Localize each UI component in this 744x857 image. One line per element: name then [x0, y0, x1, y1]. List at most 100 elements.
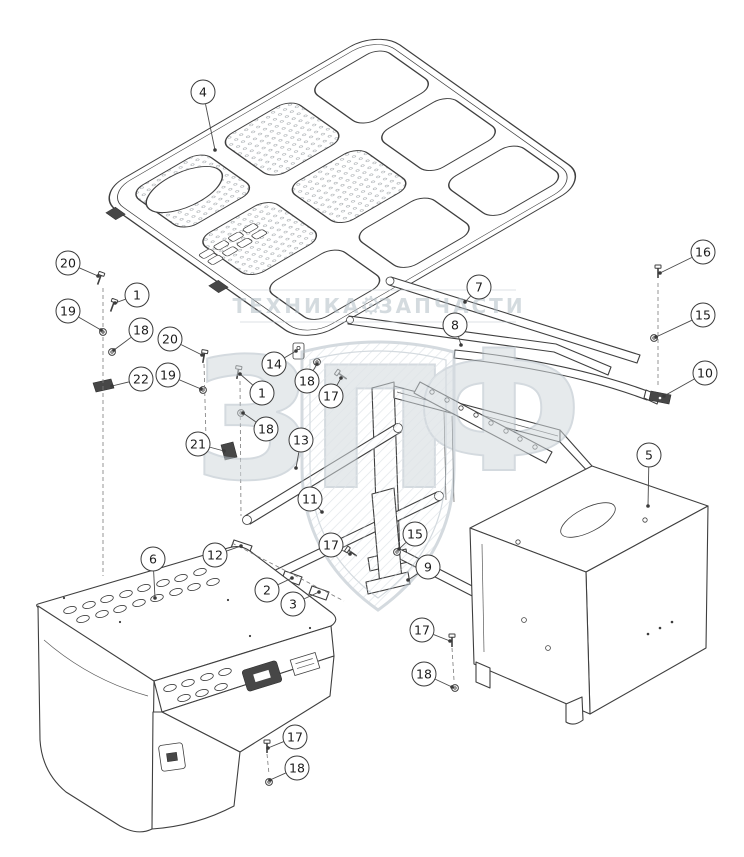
callout-balloon-15: 15	[402, 521, 428, 547]
callout-balloon-18: 18	[253, 416, 279, 442]
leader-line-18	[435, 678, 453, 688]
callout-balloon-20: 20	[157, 326, 183, 352]
leader-dot	[406, 578, 410, 582]
leader-dot	[110, 384, 114, 388]
leader-line-1	[114, 298, 126, 304]
leader-line-19	[78, 316, 102, 331]
hood-front-latch	[158, 742, 186, 772]
watermark-brand-left: ТЕХНИКА	[232, 294, 361, 318]
hood-louver-holes	[63, 568, 232, 702]
leader-dot	[397, 547, 401, 551]
callout-balloon-12: 12	[202, 542, 228, 568]
callout-balloon-8: 8	[442, 312, 468, 338]
leader-line-18	[242, 412, 256, 423]
callout-balloon-11: 11	[297, 486, 323, 512]
leader-dot	[463, 300, 467, 304]
leader-dot	[320, 510, 324, 514]
gear-icon: ⚙	[360, 291, 382, 320]
leader-line-20	[79, 267, 99, 277]
callout-balloon-3: 3	[280, 591, 306, 617]
callout-balloon-19: 19	[55, 298, 81, 324]
leader-dot	[315, 362, 319, 366]
bracket-10	[648, 390, 672, 405]
hood-label-plate	[289, 652, 321, 676]
leader-line-10	[663, 378, 695, 397]
callout-balloon-18: 18	[411, 661, 437, 687]
hood-latch-box	[242, 660, 282, 692]
leader-dot	[238, 372, 242, 376]
roof-hinge-clasp	[208, 279, 229, 294]
leader-line-18	[269, 772, 286, 781]
leader-dot	[450, 685, 454, 689]
leader-dot	[662, 394, 666, 398]
callout-balloon-13: 13	[288, 427, 314, 453]
callout-balloon-1: 1	[249, 380, 275, 406]
callout-balloon-17: 17	[318, 383, 344, 409]
roof-panel	[105, 38, 577, 336]
callout-balloon-18: 18	[294, 368, 320, 394]
callout-balloon-22: 22	[128, 366, 154, 392]
callout-balloon-14: 14	[261, 351, 287, 377]
leader-dot	[99, 328, 103, 332]
leader-line-9	[407, 573, 418, 581]
leader-line-18	[113, 337, 132, 351]
leader-dot	[658, 271, 662, 275]
leader-line-19	[179, 379, 202, 390]
leader-line-21	[209, 446, 225, 452]
leader-line-6	[153, 571, 156, 599]
leader-dot	[113, 301, 117, 305]
leader-dot	[646, 504, 650, 508]
callout-balloon-17: 17	[409, 617, 435, 643]
leader-line-1	[239, 373, 253, 386]
leader-dot	[348, 552, 352, 556]
leader-dot	[199, 387, 203, 391]
leader-dot	[339, 376, 343, 380]
callout-balloon-16: 16	[690, 239, 716, 265]
callout-balloon-9: 9	[415, 554, 441, 580]
leader-dot	[239, 544, 243, 548]
support-rails	[346, 276, 661, 405]
callout-balloon-1: 1	[124, 282, 150, 308]
frame-assembly	[367, 381, 709, 725]
callout-balloon-19: 19	[155, 362, 181, 388]
callout-balloon-5: 5	[636, 442, 662, 468]
callout-balloon-6: 6	[140, 546, 166, 572]
fasteners	[92, 264, 672, 786]
leader-line-5	[647, 467, 650, 507]
leader-line-16	[659, 257, 692, 274]
leader-line-3	[304, 591, 320, 600]
callout-balloon-4: 4	[190, 79, 216, 105]
leader-dot	[241, 411, 245, 415]
leader-dot	[317, 590, 321, 594]
bracket-21	[220, 441, 238, 461]
leader-line-20	[180, 344, 203, 356]
callout-balloon-18: 18	[128, 317, 154, 343]
leader-dot	[268, 778, 272, 782]
callout-balloon-7: 7	[466, 274, 492, 300]
leader-line-2	[278, 577, 293, 585]
leader-dot	[459, 343, 463, 347]
construction-lines	[102, 283, 659, 775]
leader-line-22	[111, 381, 129, 387]
callout-balloon-15: 15	[690, 302, 716, 328]
leader-dot	[290, 576, 294, 580]
leader-line-15	[655, 319, 692, 338]
leader-line-17	[433, 634, 451, 642]
leader-line-17	[267, 741, 284, 749]
roof-vent-slots	[198, 223, 268, 265]
leader-dot	[654, 335, 658, 339]
leader-line-13	[295, 452, 300, 469]
callout-balloon-17: 17	[318, 532, 344, 558]
leader-dot	[294, 466, 298, 470]
leader-dot	[213, 148, 217, 152]
leader-dot	[266, 746, 270, 750]
callout-balloon-18: 18	[284, 755, 310, 781]
roof-hinge-clasp	[105, 206, 126, 221]
callout-balloon-17: 17	[282, 724, 308, 750]
callout-balloon-2: 2	[254, 577, 280, 603]
callout-balloon-21: 21	[185, 431, 211, 457]
leader-line-4	[205, 104, 216, 151]
